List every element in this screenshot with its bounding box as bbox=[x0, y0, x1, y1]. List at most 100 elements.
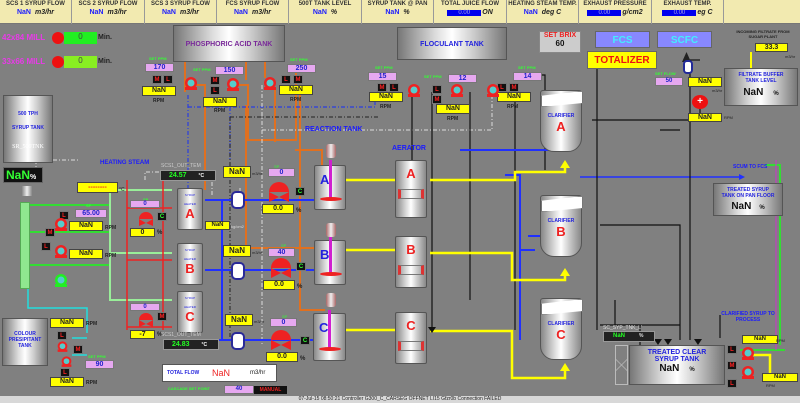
phos3-mode-l[interactable]: L bbox=[281, 75, 291, 84]
syrup-pump3-icon[interactable] bbox=[53, 274, 69, 288]
colour-set-ppm-input[interactable]: 90 bbox=[85, 360, 114, 369]
phos3-pump-icon[interactable] bbox=[262, 77, 278, 91]
flow-meter-icon bbox=[683, 60, 693, 74]
clear-tank-level-tag-label: SC_SYP_TNK_L' bbox=[603, 325, 643, 331]
reaction-b-valve-icon[interactable] bbox=[268, 258, 294, 278]
treated-syrup-pan-floor-tank[interactable]: TREATED SYRUP TANK ON PAN FLOOR NaN% bbox=[713, 183, 783, 216]
cascade-mode-button[interactable]: MANUAL bbox=[254, 386, 287, 394]
heater-c-control-valve-icon[interactable] bbox=[137, 313, 155, 327]
clarifier-b[interactable]: CLARIFIER B bbox=[540, 195, 583, 257]
syrup-500tph-tank[interactable]: 500 TPH SYRUP TANK SR_500TNK bbox=[3, 95, 53, 163]
syrup-pump2-mode-l[interactable]: L bbox=[41, 242, 51, 251]
reaction-a-valve-icon[interactable] bbox=[266, 182, 292, 202]
reaction-a-mode[interactable]: C bbox=[295, 187, 305, 196]
clear-tank-level: NaN bbox=[659, 363, 680, 374]
syrup-heater-c[interactable]: SYRUP HEATER C bbox=[177, 291, 203, 333]
reaction-c-valve-output: 0.0 bbox=[266, 352, 298, 362]
floc2-mode-m[interactable]: M bbox=[432, 95, 442, 104]
set-brix-box[interactable]: SET BRIX 60 bbox=[539, 31, 581, 53]
floc1-pump-icon[interactable] bbox=[406, 84, 422, 98]
reaction-tank-c[interactable]: C bbox=[313, 310, 346, 361]
reaction-c-valve-icon[interactable] bbox=[268, 330, 294, 350]
reaction-tank-b[interactable]: B bbox=[314, 237, 346, 285]
floc1-mode-m[interactable]: M bbox=[377, 83, 387, 92]
clarified-pump2-mode-l[interactable]: L bbox=[727, 379, 737, 388]
heater-c-mode[interactable]: M bbox=[157, 312, 167, 321]
syrup-pump-sp-label: SP bbox=[86, 203, 92, 208]
reaction-b-sp-input[interactable]: 40 bbox=[268, 248, 295, 257]
cascade-set-point-input[interactable]: 40 bbox=[224, 385, 254, 394]
floc3-set-ppm-input[interactable]: 14 bbox=[513, 72, 542, 81]
phosphoric-acid-tank[interactable]: PHOSPHORIC ACID TANK bbox=[173, 25, 285, 62]
mill-33x66-value: 0 bbox=[64, 56, 97, 68]
clarified-pump1-icon[interactable] bbox=[740, 347, 756, 361]
filtrate-pump-icon[interactable]: + bbox=[692, 95, 708, 109]
set-flow-input[interactable]: 50 bbox=[655, 77, 683, 86]
floc3-mode-m[interactable]: M bbox=[509, 83, 519, 92]
clarified-pump-mode-m[interactable]: M bbox=[727, 361, 737, 370]
clarifier-a[interactable]: CLARIFIER A bbox=[540, 90, 583, 152]
phos2-set-ppm-label: SET PPM bbox=[193, 67, 211, 72]
heater-a-sp-input[interactable]: 0 bbox=[130, 200, 160, 208]
phos1-set-ppm-input[interactable]: 170 bbox=[145, 63, 174, 72]
syrup-pump-sp-input[interactable]: 65.00 bbox=[75, 209, 107, 218]
phos1-mode-m[interactable]: M bbox=[152, 75, 162, 84]
colour-pump1-mode-l[interactable]: L bbox=[57, 331, 67, 340]
phos2-mode-m[interactable]: M bbox=[210, 76, 220, 85]
phos1-pump-icon[interactable] bbox=[183, 77, 199, 91]
colour-set-ppm-label: SET PPM bbox=[88, 354, 106, 359]
clarified-pump2-icon[interactable] bbox=[740, 366, 756, 380]
phos3-mode-m[interactable]: M bbox=[293, 75, 303, 84]
reaction-c-sp-input[interactable]: 0 bbox=[270, 318, 297, 327]
fcs-button[interactable]: FCS bbox=[595, 31, 650, 48]
phos3-set-ppm-input[interactable]: 250 bbox=[287, 64, 316, 73]
colour-pump2-mode-l[interactable]: L bbox=[60, 368, 70, 377]
scfc-button[interactable]: SCFC bbox=[657, 31, 712, 48]
reaction-c-flow: NaN bbox=[225, 314, 253, 326]
heater-a-mode[interactable]: C bbox=[157, 212, 167, 221]
filtrate-buffer-tank[interactable]: FILTRATE BUFFER TANK LEVEL NaN% bbox=[724, 68, 798, 106]
syrup-pump1-mode-m[interactable]: M bbox=[45, 228, 55, 237]
clarified-pump1-mode-l[interactable]: L bbox=[727, 345, 737, 354]
totalizer-button[interactable]: TOTALIZER bbox=[587, 51, 657, 69]
phos1-mode-l[interactable]: L bbox=[163, 75, 173, 84]
syrup-pump2-icon[interactable] bbox=[53, 245, 69, 259]
syrup-heater-a[interactable]: SYRUP HEATER A bbox=[177, 188, 203, 230]
colour-pump-mode-m[interactable]: M bbox=[73, 345, 83, 354]
reaction-c-mode[interactable]: C bbox=[300, 336, 310, 345]
syrup-tank-level-display: NaN% bbox=[3, 167, 43, 183]
treated-clear-syrup-tank[interactable]: TREATED CLEAR SYRUP TANK NaN% bbox=[629, 345, 725, 385]
syrup-heater-b[interactable]: SYRUP HEATER B bbox=[177, 243, 203, 285]
floc2-mode-l[interactable]: L bbox=[432, 85, 442, 94]
floc1-mode-l[interactable]: L bbox=[389, 83, 399, 92]
phos2-pump-icon[interactable] bbox=[225, 78, 241, 92]
reaction-tank-a[interactable]: A bbox=[314, 160, 346, 210]
floc1-set-ppm-input[interactable]: 15 bbox=[368, 72, 397, 81]
treated-pan-tank-level: NaN bbox=[731, 201, 752, 212]
colour-pump2-icon[interactable] bbox=[60, 356, 73, 368]
reaction-a-sp-input[interactable]: 0 bbox=[268, 168, 295, 177]
colour-pump1-icon[interactable] bbox=[56, 341, 69, 353]
reaction-a-letter: A bbox=[320, 172, 330, 187]
floculant-tank[interactable]: FLOCULANT TANK bbox=[397, 27, 507, 60]
aerator-a[interactable]: A bbox=[395, 160, 427, 218]
syrup-pump1-rpm-label: RPM bbox=[105, 225, 117, 231]
phos2-set-ppm-input[interactable]: 150 bbox=[215, 66, 244, 75]
colour-precipitant-tank[interactable]: COLOUR PRESIPITANT TANK bbox=[2, 318, 48, 366]
heater-a-control-valve-icon[interactable] bbox=[137, 212, 155, 226]
floc3-pump-icon[interactable] bbox=[485, 84, 501, 98]
clarifier-c[interactable]: CLARIFIER C bbox=[540, 298, 583, 360]
aerator-c[interactable]: C bbox=[395, 312, 427, 364]
syrup-pump1-icon[interactable] bbox=[53, 218, 69, 232]
reaction-b-sp-label: SP bbox=[281, 243, 287, 248]
heater-c-sp-input[interactable]: 0 bbox=[130, 303, 160, 311]
aerator-b[interactable]: B bbox=[395, 236, 427, 288]
floc2-set-ppm-input[interactable]: 12 bbox=[448, 74, 477, 83]
reaction-b-flowmeter-icon bbox=[231, 262, 245, 280]
phos2-mode-l[interactable]: L bbox=[210, 86, 220, 95]
floc2-pump-icon[interactable] bbox=[449, 84, 465, 98]
reaction-b-mode[interactable]: C bbox=[296, 262, 306, 271]
